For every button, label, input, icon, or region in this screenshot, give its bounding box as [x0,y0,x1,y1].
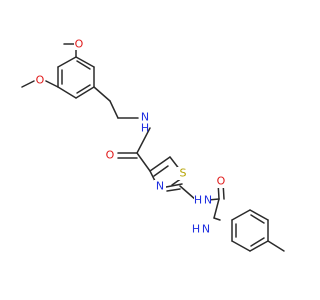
bond [76,60,91,70]
bond [179,185,197,201]
bond [136,127,151,154]
bond [249,240,269,252]
atom-label: S [180,167,187,180]
bond [165,183,183,188]
atom-label: N [204,194,212,207]
bond [213,217,221,221]
atom-label: O [75,38,84,51]
bond [149,170,156,182]
bond [231,209,251,221]
bond [93,86,111,102]
atom-label: H [141,122,149,135]
methoxy-oxygen-top: O [74,37,84,51]
atom-labels: O O N H O S N N H O [35,37,226,246]
bond [231,240,251,252]
atom-label: H [194,194,202,207]
bond [75,86,95,99]
bond [57,56,77,68]
atom-label: N [141,111,149,124]
bond [250,214,265,224]
atom-label: O [36,74,45,87]
methoxy-oxygen-left: O [35,74,45,87]
molecule-diagram: O O N H O S N N H O [21,37,285,252]
atom-label: N [202,223,210,236]
structure-svg: O O N H O S N N H O [21,37,285,252]
bonds [21,43,285,252]
bond [166,188,181,192]
bond [149,156,171,172]
bond [153,165,169,177]
bond [250,237,265,247]
bond [75,56,95,68]
urea-nitrogen-2: N H [192,220,212,246]
bond [21,80,35,88]
thiazole-nitrogen: N [154,180,166,193]
amide-nitrogen: N H [139,111,151,135]
bond [249,209,269,221]
atom-label: H [192,223,200,236]
amide-oxygen: O [104,149,116,162]
bond [45,80,59,88]
bond [109,100,119,119]
atom-label: O [217,175,226,188]
bond [213,198,220,219]
bond [76,84,91,94]
urea-nitrogen-1: N H [194,194,212,207]
urea-oxygen: O [216,175,226,188]
atom-label: N [156,180,164,193]
bond [57,86,77,99]
bond [267,240,285,252]
bond [136,152,151,172]
thiazole-sulfur: S [177,167,187,180]
atom-label: O [106,149,115,162]
